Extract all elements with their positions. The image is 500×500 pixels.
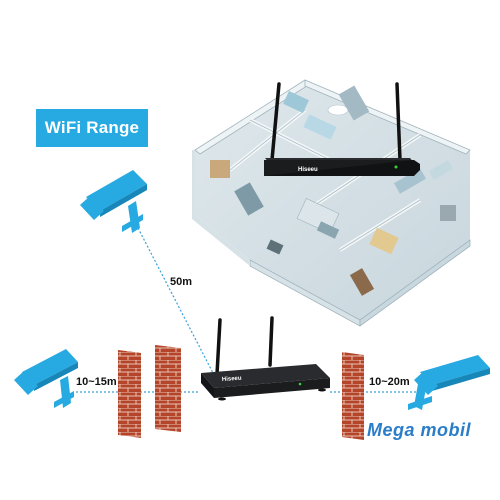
brick-walls — [118, 345, 364, 440]
camera-bottom-right — [408, 355, 490, 410]
brick-wall-left-1 — [118, 350, 141, 438]
brick-wall-right — [342, 352, 364, 440]
right-distance-label: 10~20m — [369, 376, 410, 388]
nvr-main-brand: Hiseeu — [222, 376, 242, 383]
watermark-logo: Mega mobil — [367, 420, 472, 440]
upper-range-line — [137, 227, 214, 374]
brick-wall-left-2 — [155, 345, 181, 432]
left-distance-label: 10~15m — [76, 376, 117, 388]
upper-distance-label: 50m — [170, 276, 193, 288]
nvr-house-brand: Hiseeu — [298, 167, 318, 173]
wifi-range-title: WiFi Range — [36, 109, 148, 147]
camera-bottom-left — [14, 349, 78, 408]
nvr-house-device: Hiseeu — [264, 82, 420, 176]
house-floor-plan — [192, 79, 471, 327]
nvr-main-device: Hiseeu — [201, 316, 330, 401]
camera-top-left — [80, 170, 147, 233]
